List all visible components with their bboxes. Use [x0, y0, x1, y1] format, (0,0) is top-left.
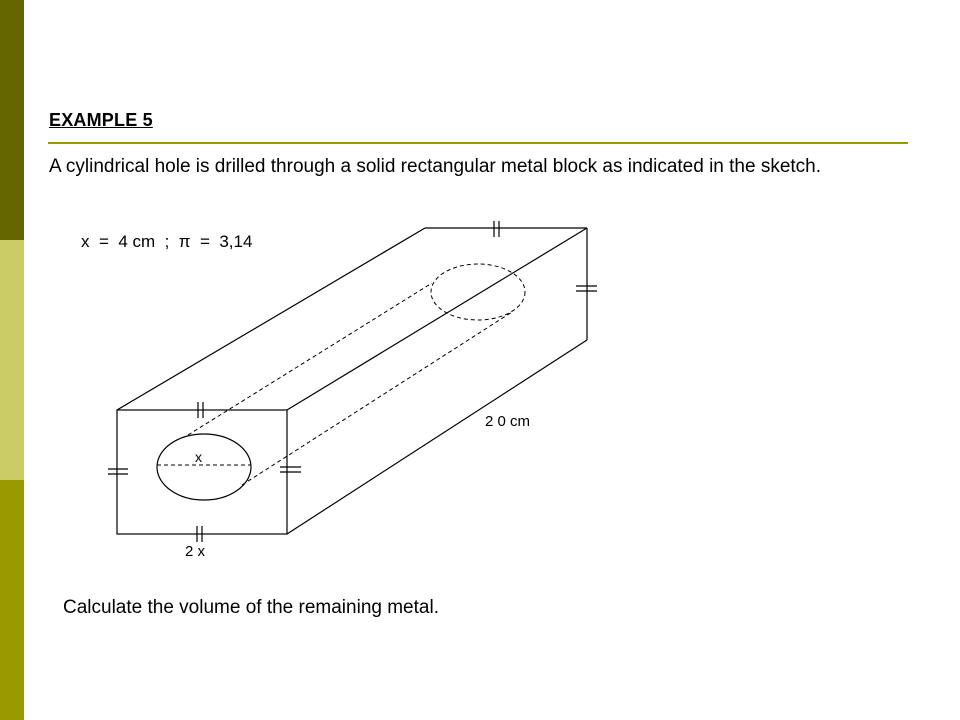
back-hole [430, 263, 526, 321]
slide-title: EXAMPLE 5 [49, 110, 153, 130]
side-bar-middle [0, 240, 24, 480]
diameter-label: x [195, 449, 202, 465]
hole-top-line [187, 282, 433, 436]
given-values: x = 4 cm ; π = 3,14 [81, 232, 252, 251]
side-bar-top [0, 0, 24, 240]
side-bar-bottom [0, 480, 24, 720]
length-label: 2 0 cm [485, 413, 530, 430]
top-right-edge [286, 227, 588, 411]
question-text: Calculate the volume of the remaining me… [63, 597, 439, 618]
front-hole [156, 433, 252, 501]
hole-bottom-line [241, 311, 513, 486]
bottom-right-edge [286, 339, 588, 535]
intro-text: A cylindrical hole is drilled through a … [49, 156, 822, 177]
top-left-edge [116, 227, 426, 411]
title-rule [48, 142, 908, 144]
width-label: 2 x [185, 543, 206, 560]
